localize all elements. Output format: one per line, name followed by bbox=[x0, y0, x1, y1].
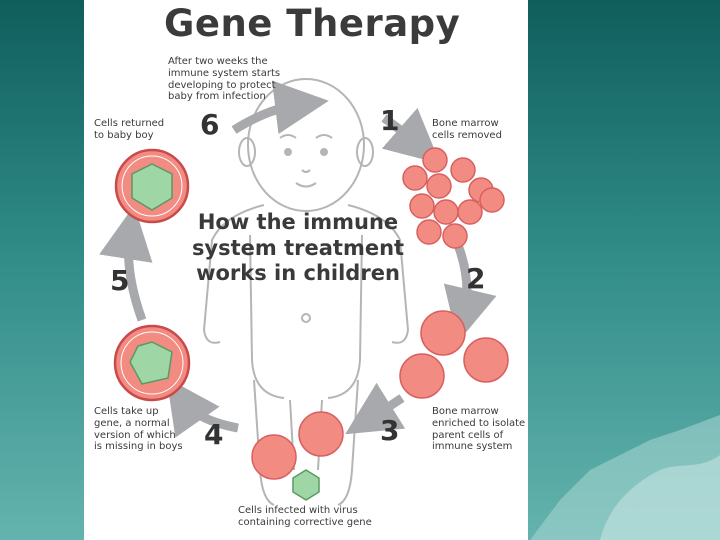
cell bbox=[251, 434, 297, 480]
baby-mouth bbox=[295, 182, 317, 188]
step-4-number: 4 bbox=[204, 418, 224, 451]
step-3-caption: Bone marrow enriched to isolate parent c… bbox=[432, 406, 526, 453]
cell bbox=[450, 157, 476, 183]
virus-with-corrective-gene bbox=[292, 469, 320, 501]
diagram-title: Gene Therapy bbox=[164, 2, 461, 45]
cell bbox=[457, 199, 483, 225]
cell bbox=[399, 353, 445, 399]
cell bbox=[426, 173, 452, 199]
step-1-caption: Bone marrow cells removed bbox=[432, 118, 502, 141]
step-6-caption: Cells returned to baby boy bbox=[94, 118, 165, 141]
returned-cell bbox=[114, 148, 190, 224]
arrow-5-to-6 bbox=[99, 205, 153, 322]
diagram-card: Gene Therapy After two weeks the immune … bbox=[84, 0, 528, 540]
baby-belly-button bbox=[301, 313, 311, 323]
cell bbox=[298, 411, 344, 457]
step-6-number: 6 bbox=[200, 108, 220, 141]
step-2-number: 2 bbox=[466, 262, 486, 295]
cycle-arrows bbox=[99, 80, 497, 438]
cell bbox=[420, 310, 466, 356]
step-3-number: 3 bbox=[380, 414, 400, 447]
step-4-caption: Cells infected with virus containing cor… bbox=[238, 505, 372, 528]
baby-eyebrows bbox=[279, 134, 333, 139]
cell bbox=[463, 337, 509, 383]
decorative-wave-shape bbox=[530, 415, 720, 540]
cell bbox=[442, 223, 468, 249]
cell bbox=[422, 147, 448, 173]
step-5-number: 5 bbox=[110, 264, 130, 297]
baby-nose bbox=[301, 169, 311, 173]
cell bbox=[433, 199, 459, 225]
immune-system-caption: After two weeks the immune system starts… bbox=[168, 56, 281, 103]
baby-legs bbox=[253, 379, 359, 506]
baby-right-eye bbox=[320, 148, 328, 156]
arrow-6-to-1 bbox=[231, 80, 329, 135]
baby-right-ear bbox=[356, 137, 374, 167]
baby-left-eye bbox=[284, 148, 292, 156]
arrow-1-to-2 bbox=[381, 107, 441, 164]
cell-with-corrected-gene bbox=[113, 324, 191, 402]
step-5-caption: Cells take up gene, a normal version of … bbox=[94, 406, 183, 453]
arrow-3-to-4 bbox=[345, 382, 406, 435]
cell bbox=[416, 219, 442, 245]
bone-marrow-cell-cluster bbox=[402, 147, 505, 249]
baby-head bbox=[247, 78, 365, 212]
baby-torso bbox=[202, 204, 410, 344]
step-1-number: 1 bbox=[380, 104, 400, 137]
cell bbox=[402, 165, 428, 191]
cell bbox=[479, 187, 505, 213]
arrow-2-to-3 bbox=[443, 243, 497, 343]
parent-cells bbox=[251, 411, 344, 480]
diagram-artwork bbox=[99, 78, 509, 506]
arrow-4-to-5 bbox=[166, 377, 239, 438]
isolated-marrow-cells bbox=[399, 310, 509, 399]
center-heading: How the immune system treatment works in… bbox=[191, 210, 405, 286]
cell bbox=[409, 193, 435, 219]
decorative-wave-shape bbox=[600, 455, 720, 540]
baby-left-ear bbox=[238, 137, 256, 167]
